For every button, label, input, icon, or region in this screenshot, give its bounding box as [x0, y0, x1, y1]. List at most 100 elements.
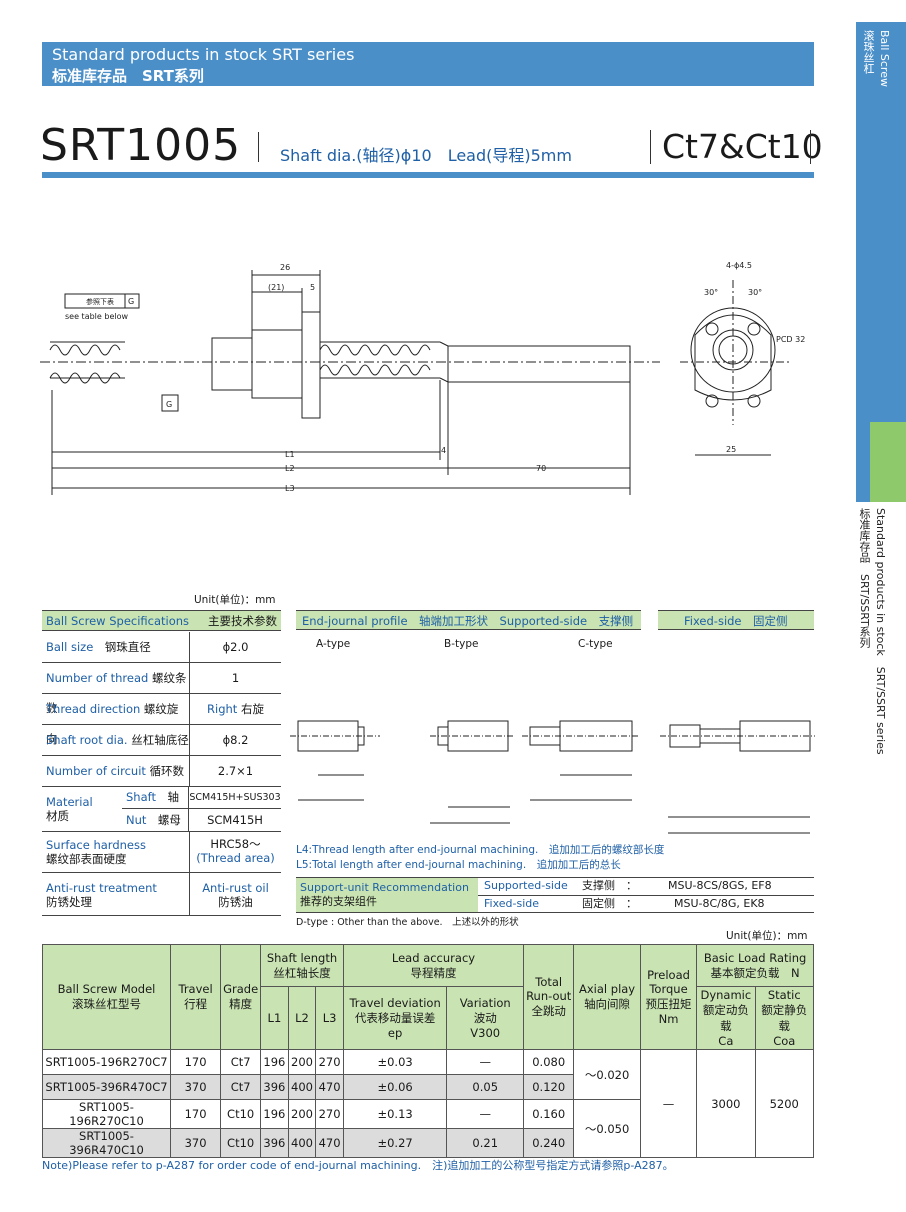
dim-4: 4 [441, 446, 446, 455]
fixed-side-label: Fixed-side [484, 897, 540, 910]
material-label: Material [46, 795, 93, 809]
cell-var: 0.05 [446, 1074, 525, 1100]
cell-l1: 196 [260, 1099, 289, 1129]
antirust-label: Anti-rust treatment [46, 881, 157, 895]
cell-tdev: ±0.06 [342, 1074, 448, 1100]
dim-26: 26 [280, 263, 290, 272]
hdr-preload: Preload Torque [647, 968, 690, 996]
cell-model: SRT1005-196R270C7 [42, 1049, 171, 1075]
dim-25: 25 [726, 445, 736, 454]
spec-label: Shaft root dia. [46, 733, 128, 747]
material-label-cn: 材质 [46, 809, 69, 823]
hdr-stat-sym: Coa [773, 1034, 796, 1048]
nut-label-cn: 螺母 [157, 813, 181, 827]
cell-runout: 0.160 [523, 1099, 575, 1129]
cell-l2: 200 [287, 1049, 317, 1075]
hdr-tdev: Travel deviation [349, 996, 441, 1010]
spec-table: Ball Screw Specifications 主要技术参数 [42, 610, 281, 631]
dim-30b: 30° [748, 288, 762, 297]
hdr-l3: L3 [315, 986, 344, 1050]
side-tab2-cn: 标准库存品 SRT/SSRT系列 [858, 508, 871, 648]
spec-value-cn: 右旋 [240, 702, 264, 716]
model-grade: Ct7&Ct10 [662, 127, 823, 166]
cell-var: 0.21 [446, 1128, 525, 1158]
spec-label: Number of thread [46, 671, 149, 685]
dim-l1: L1 [285, 450, 295, 459]
ball-screw-drawing: 26 (21) 5 L1 4 L2 70 L3 4-ϕ4.5 30° 30° P… [40, 261, 805, 495]
side-tab-en: Ball Screw [878, 30, 891, 87]
cell-axial: ～0.050 [573, 1099, 641, 1158]
divider [258, 132, 259, 162]
note-l5: L5:Total length after end-journal machin… [296, 859, 621, 871]
cell-tdev: ±0.27 [342, 1128, 448, 1158]
spec-value: ϕ2.0 [189, 632, 281, 662]
fixed-side-title: Fixed-side 固定侧 [684, 614, 788, 628]
model-title: SRT1005 [40, 120, 242, 171]
cell-l2: 400 [287, 1074, 317, 1100]
spec-value: 2.7×1 [189, 756, 281, 786]
spec-label-cn: 钢珠直径 [104, 640, 151, 654]
ref-label: 参照下表 [86, 297, 114, 306]
divider [810, 130, 811, 164]
divider [650, 130, 651, 164]
support-title-en: Support-unit Recommendation [300, 881, 469, 894]
hdr-l1: L1 [260, 986, 289, 1050]
support-title-cn: 推荐的支架组件 [300, 895, 377, 908]
type-a-label: A-type [316, 638, 351, 650]
cell-preload: — [639, 1049, 698, 1158]
antirust-label-cn: 防锈处理 [46, 895, 92, 909]
hdr-shaft: Shaft length [266, 950, 338, 965]
hdr-dyn-sym: Ca [718, 1034, 734, 1048]
cell-tdev: ±0.03 [342, 1049, 448, 1075]
hdr-runout-cn: 全跳动 [531, 1004, 566, 1018]
model-spec: Shaft dia.(轴径)ϕ10 Lead(导程)5mm [280, 146, 572, 165]
dim-5: 5 [310, 283, 315, 292]
hdr-travel: Travel [178, 982, 213, 996]
type-c-label: C-type [578, 638, 613, 650]
shaft-material: SCM415H+SUS303 [188, 787, 281, 808]
spec-label-cn: 螺纹旋向 [46, 702, 179, 746]
table-row: SRT1005-196R270C7 170 Ct7 196 200 270 ±0… [42, 1049, 815, 1158]
hdr-shaft-cn: 丝杠轴长度 [273, 965, 331, 980]
journal-title: End-journal profile 轴端加工形状 Supported-sid… [302, 614, 634, 628]
dim-70: 70 [536, 464, 546, 473]
hdr-axial: Axial play [579, 982, 636, 996]
cell-travel: 170 [169, 1099, 222, 1129]
hdr-var: Variation [459, 996, 511, 1010]
side-tab-cn: 滚珠丝杠 [862, 30, 875, 74]
hdr-grade-cn: 精度 [229, 997, 253, 1011]
hdr-runout: Total Run-out [526, 975, 572, 1003]
dim-30a: 30° [704, 288, 718, 297]
spec-rows: Ball size 钢珠直径 ϕ2.0 Number of thread 螺纹条… [42, 632, 281, 916]
side-tab-active [870, 422, 906, 502]
fixed-side-value: MSU-8C/8G, EK8 [674, 897, 765, 910]
hdr-dyn: Dynamic [700, 988, 752, 1002]
cell-l1: 396 [260, 1074, 289, 1100]
hdr-l2: L2 [287, 986, 317, 1050]
hdr-var-cn: 波动 [473, 1011, 497, 1025]
series-header: Standard products in stock SRT series 标准… [42, 42, 814, 86]
hdr-dyn-cn: 额定动负载 [702, 1003, 749, 1033]
hardness-label-cn: 螺纹部表面硬度 [46, 852, 127, 866]
dim-holes: 4-ϕ4.5 [726, 261, 752, 270]
cell-travel: 370 [169, 1074, 222, 1100]
nut-material: SCM415H [188, 809, 281, 831]
hdr-preload-unit: Nm [658, 1012, 679, 1026]
cell-l3: 470 [315, 1128, 344, 1158]
unit-note-2: Unit(单位)：mm [726, 930, 808, 942]
cell-grade: Ct10 [220, 1099, 262, 1129]
table-row: SRT1005-396R470C7 370 Ct7 396 400 470 ±0… [42, 1074, 814, 1100]
cell-axial: ～0.020 [573, 1049, 641, 1100]
cell-model: SRT1005-196R270C10 [42, 1099, 171, 1129]
hardness-value: HRC58～ [210, 837, 261, 851]
spec-value: 1 [189, 663, 281, 693]
cell-model: SRT1005-396R470C10 [42, 1128, 171, 1158]
cell-l2: 200 [287, 1099, 317, 1129]
cell-l1: 196 [260, 1049, 289, 1075]
hdr-stat: Static [767, 988, 801, 1002]
hdr-load-cn: 基本额定负载 N [710, 965, 800, 980]
cell-runout: 0.080 [523, 1049, 575, 1075]
fixed-side-label-cn: 固定侧 ： [582, 897, 637, 910]
cell-var: — [446, 1049, 525, 1075]
cell-var: — [446, 1099, 525, 1129]
